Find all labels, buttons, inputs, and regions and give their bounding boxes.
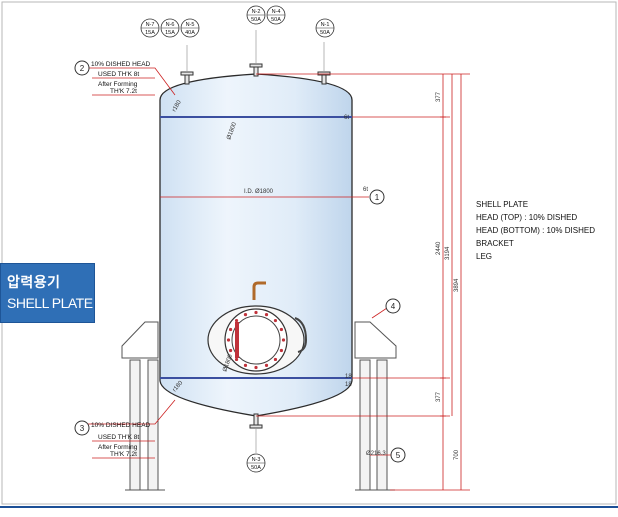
manway-bolt [228, 348, 233, 353]
svg-text:50A: 50A [251, 465, 261, 471]
top-knuckle: r180 [172, 99, 184, 113]
svg-text:USED TH'K 8t: USED TH'K 8t [98, 71, 139, 78]
manway-bolt [234, 357, 239, 362]
leg-right-2 [376, 359, 388, 491]
manway-bolt [243, 363, 248, 368]
manway-bolt [264, 312, 269, 317]
nozzle-size: 15A [165, 30, 175, 36]
manway [207, 281, 308, 375]
edge-mid-thk: 6t [363, 187, 368, 193]
nozzle-tag-bottom: N-3 50A [246, 453, 266, 473]
leader-lines [88, 67, 392, 456]
bracket-right [354, 321, 397, 359]
callout-1: 1 [375, 193, 380, 202]
footer-rule [0, 506, 618, 517]
parts-list-item: LEG [476, 252, 492, 261]
svg-text:After Forming: After Forming [98, 81, 138, 88]
manway-bolt [243, 312, 248, 317]
nozzle-size: 50A [320, 30, 330, 36]
davit-arm [294, 317, 308, 353]
id-dim: I.D. Ø1800 [244, 189, 274, 195]
dim-2440: 2440 [436, 241, 442, 255]
top-nozzle-stubs [180, 63, 331, 429]
manway-bolt [234, 318, 239, 323]
manway-bolt [254, 365, 258, 370]
callout-4: 4 [391, 302, 396, 311]
nozzle-id: N-2 [252, 9, 261, 15]
callout-3: 3 [80, 424, 85, 433]
callout-circles [74, 60, 406, 463]
dim-700: 700 [454, 449, 460, 460]
parts-list-item: SHELL PLATE [476, 200, 528, 209]
nozzle-size: 15A [145, 30, 155, 36]
section-label: 압력용기 SHELL PLATE [0, 263, 95, 323]
nozzle-size: 50A [271, 17, 281, 23]
section-label-korean: 압력용기 [7, 274, 61, 290]
parts-list: SHELL PLATE HEAD (TOP) : 10% DISHED HEAD (… [476, 200, 595, 261]
dimension-lines [160, 73, 470, 491]
nozzle-id: N-4 [272, 9, 281, 15]
manway-bolt [281, 338, 286, 342]
nozzle-size: 50A [251, 17, 261, 23]
manway-hinge [235, 322, 239, 358]
nozzle-id: N-1 [321, 22, 330, 28]
manway-bolt [228, 327, 233, 332]
bottom-head-note: 10% DISHED HEAD USED TH'K 8t After Formi… [91, 422, 151, 458]
manway-bolt [273, 357, 278, 362]
nozzle-id: N-7 [146, 22, 155, 28]
svg-text:10% DISHED HEAD: 10% DISHED HEAD [91, 61, 151, 68]
dim-3894: 3894 [454, 278, 460, 292]
manway-bolt [273, 318, 278, 323]
davit-post [252, 281, 266, 300]
section-label-english: SHELL PLATE [7, 295, 93, 311]
svg-text:After Forming: After Forming [98, 444, 138, 451]
svg-text:TH'K 7.2t: TH'K 7.2t [110, 451, 137, 458]
svg-text:TH'K 7.2t: TH'K 7.2t [110, 88, 137, 95]
nozzle-id: N-6 [166, 22, 175, 28]
manway-bolt [279, 348, 284, 353]
edge-18b: 18 [345, 382, 352, 388]
edge-18a: 18 [345, 374, 352, 380]
parts-list-item: HEAD (BOTTOM) : 10% DISHED [476, 226, 595, 235]
drawing-border [1, 1, 617, 505]
support-legs [125, 359, 395, 491]
dim-3194: 3194 [445, 246, 451, 260]
dim-377-top: 377 [436, 91, 442, 102]
manway-bolt [226, 338, 231, 342]
svg-text:10% DISHED HEAD: 10% DISHED HEAD [91, 422, 151, 429]
svg-text:N-3: N-3 [252, 457, 261, 463]
top-head-note: 10% DISHED HEAD USED TH'K 8t After Formi… [91, 61, 151, 95]
dim-377-bottom: 377 [436, 391, 442, 402]
brackets [121, 321, 397, 359]
leg-right-1 [359, 359, 371, 491]
parts-list-item: HEAD (TOP) : 10% DISHED [476, 213, 577, 222]
edge-top-thk: 6t [344, 115, 349, 121]
parts-list-item: BRACKET [476, 239, 514, 248]
manway-bolt [254, 310, 258, 315]
callout-5: 5 [396, 451, 401, 460]
callout-2: 2 [80, 64, 85, 73]
leg-diameter: Ø216.3 [366, 451, 386, 457]
svg-text:USED TH'K 8t: USED TH'K 8t [98, 434, 139, 441]
manway-bolt [264, 363, 269, 368]
manway-bolt [279, 327, 284, 332]
nozzle-size: 40A [185, 30, 195, 36]
nozzle-id: N-5 [186, 22, 195, 28]
bracket-left [121, 321, 159, 359]
